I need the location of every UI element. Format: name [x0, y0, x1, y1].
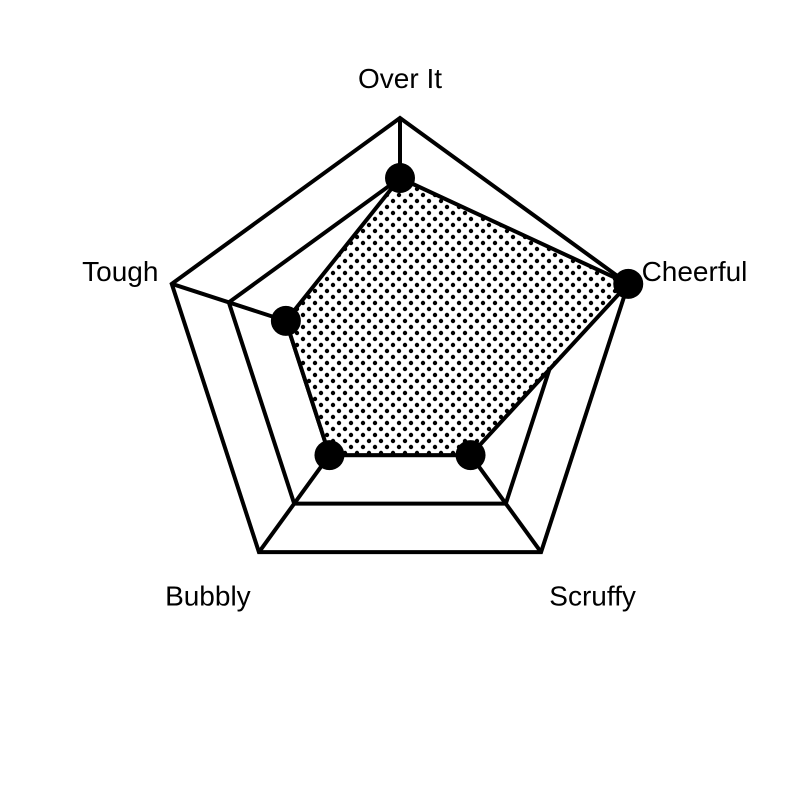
axis-label-over-it: Over It — [358, 63, 442, 94]
data-point-cheerful — [613, 268, 644, 299]
series-area — [285, 178, 629, 456]
data-point-scruffy — [455, 440, 486, 471]
data-point-over-it — [385, 163, 415, 193]
axis-label-scruffy: Scruffy — [549, 581, 636, 612]
data-point-tough — [270, 305, 301, 336]
data-point-bubbly — [314, 440, 345, 471]
radar-series — [270, 163, 644, 471]
series-outline — [283, 175, 632, 458]
grid-ring-4 — [169, 115, 631, 555]
axis-label-cheerful: Cheerful — [642, 256, 748, 287]
axis-label-tough: Tough — [82, 256, 158, 287]
axis-label-bubbly: Bubbly — [165, 581, 251, 612]
